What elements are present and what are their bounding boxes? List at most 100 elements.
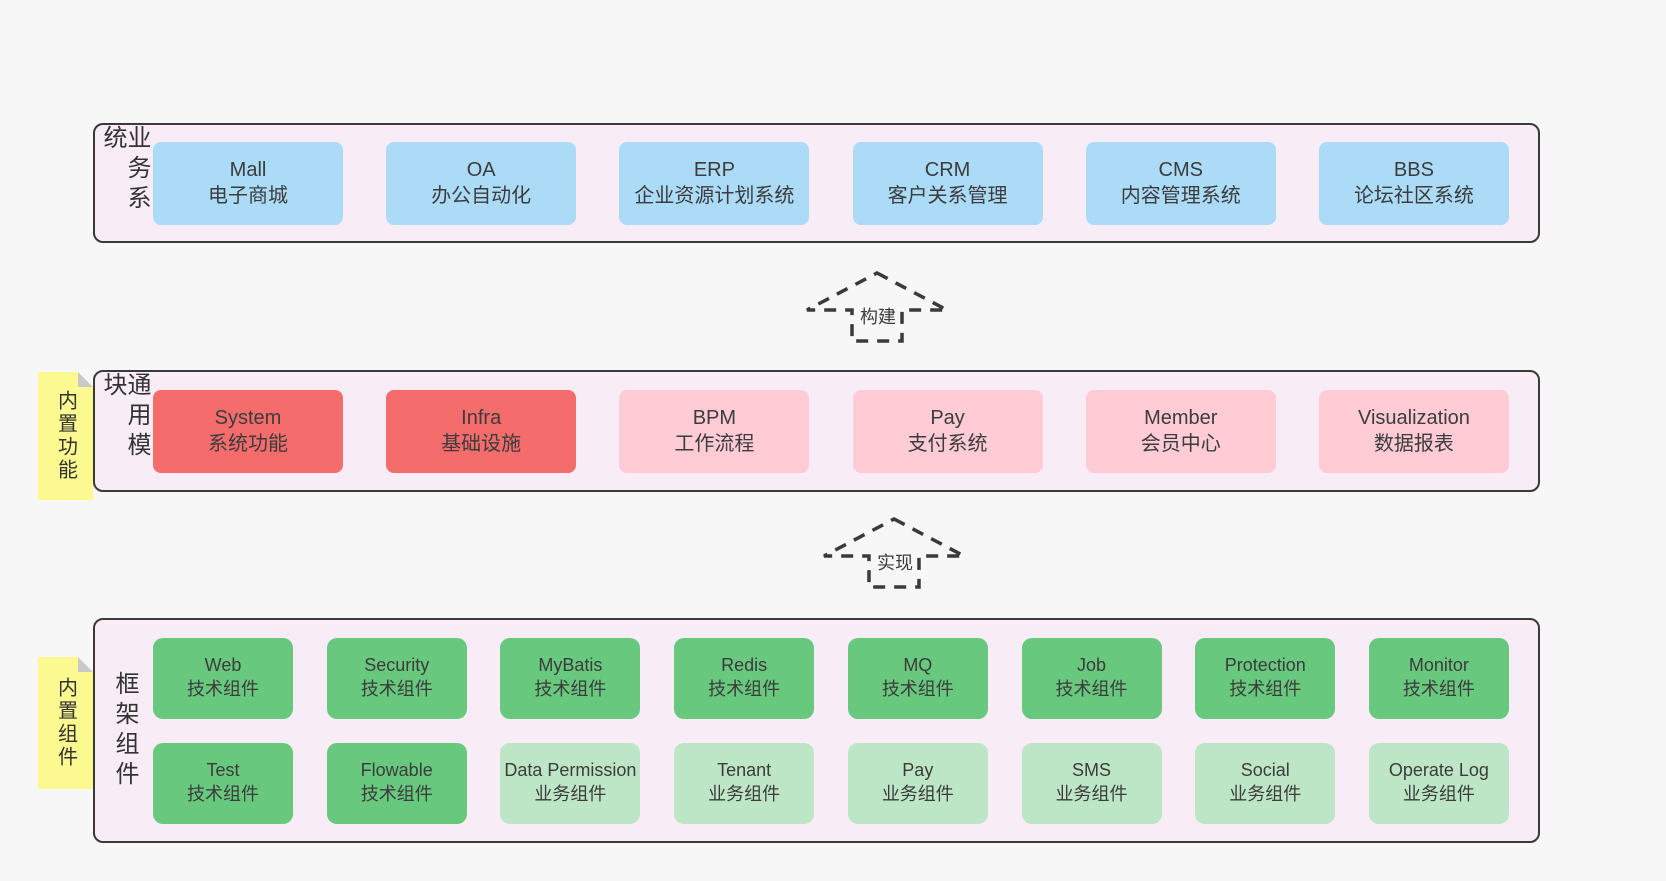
- box-security: Security 技术组件: [326, 637, 467, 719]
- box-bbs: BBS 论坛社区系统: [1318, 141, 1509, 225]
- box-subtitle: 业务组件: [708, 784, 781, 804]
- box-title: MyBatis: [538, 655, 603, 676]
- box-crm: CRM 客户关系管理: [852, 141, 1043, 225]
- box-subtitle: 技术组件: [187, 679, 259, 699]
- box-test: Test 技术组件: [153, 742, 293, 824]
- box-title: Flowable: [360, 760, 433, 781]
- band-business-systems: 业务系统 Mall 电子商城 OA 办公自动化 ERP 企业资源计划系统 CRM…: [93, 123, 1540, 243]
- sticky-note-built-in-components: 内置组件: [38, 657, 93, 789]
- box-redis: Redis 技术组件: [674, 637, 815, 719]
- box-subtitle: 客户关系管理: [887, 185, 1008, 207]
- box-erp: ERP 企业资源计划系统: [619, 141, 810, 225]
- box-title: Infra: [461, 406, 502, 429]
- box-title: Tenant: [717, 760, 772, 781]
- box-title: Test: [206, 760, 240, 781]
- box-title: Security: [364, 655, 430, 676]
- box-subtitle: 系统功能: [208, 433, 288, 455]
- box-subtitle: 企业资源计划系统: [634, 185, 795, 207]
- box-title: Protection: [1224, 655, 1306, 676]
- box-protection: Protection 技术组件: [1195, 637, 1336, 719]
- box-title: Job: [1077, 655, 1107, 676]
- band-modules-body: System 系统功能 Infra 基础设施 BPM 工作流程 Pay 支付系统…: [153, 372, 1538, 490]
- box-subtitle: 技术组件: [360, 679, 433, 699]
- dashed-up-arrow-icon: [823, 517, 965, 589]
- box-title: Data Permission: [504, 760, 637, 781]
- box-title: Pay: [902, 760, 934, 781]
- box-system: System 系统功能: [153, 389, 343, 473]
- box-subtitle: 业务组件: [881, 784, 954, 804]
- box-cms: CMS 内容管理系统: [1085, 141, 1276, 225]
- band-components-row-2: Test 技术组件 Flowable 技术组件 Data Permission …: [153, 742, 1509, 824]
- band-business-body: Mall 电子商城 OA 办公自动化 ERP 企业资源计划系统 CRM 客户关系…: [153, 125, 1538, 241]
- box-subtitle: 数据报表: [1373, 433, 1454, 455]
- box-title: Pay: [930, 406, 965, 429]
- box-title: BPM: [692, 406, 737, 429]
- box-subtitle: 业务组件: [1402, 784, 1475, 804]
- box-subtitle: 论坛社区系统: [1353, 185, 1474, 207]
- box-job: Job 技术组件: [1021, 637, 1162, 719]
- box-bpm: BPM 工作流程: [619, 389, 810, 473]
- box-monitor: Monitor 技术组件: [1368, 637, 1509, 719]
- box-infra: Infra 基础设施: [386, 389, 577, 473]
- box-flowable: Flowable 技术组件: [326, 742, 467, 824]
- band-modules-row: System 系统功能 Infra 基础设施 BPM 工作流程 Pay 支付系统…: [153, 389, 1509, 473]
- band-business-row: Mall 电子商城 OA 办公自动化 ERP 企业资源计划系统 CRM 客户关系…: [153, 141, 1509, 225]
- box-subtitle: 技术组件: [187, 784, 259, 804]
- box-subtitle: 会员中心: [1140, 433, 1221, 455]
- box-title: Redis: [721, 655, 768, 676]
- box-subtitle: 内容管理系统: [1120, 185, 1241, 207]
- box-title: CRM: [924, 158, 971, 181]
- box-social: Social 业务组件: [1195, 742, 1336, 824]
- sticky-fold-corner: [78, 372, 93, 387]
- box-title: ERP: [693, 158, 735, 181]
- box-subtitle: 技术组件: [1229, 679, 1302, 699]
- box-subtitle: 支付系统: [907, 433, 988, 455]
- box-title: Member: [1144, 406, 1218, 429]
- box-subtitle: 技术组件: [1055, 679, 1128, 699]
- build-arrow-label: 构建: [857, 303, 899, 329]
- box-subtitle: 技术组件: [534, 679, 607, 699]
- sticky-note-built-in-functions: 内置功能: [38, 372, 93, 500]
- implement-arrow-label: 实现: [874, 549, 916, 575]
- box-tenant: Tenant 业务组件: [674, 742, 815, 824]
- box-subtitle: 电子商城: [208, 185, 288, 207]
- box-oa: OA 办公自动化: [386, 141, 577, 225]
- box-title: Monitor: [1408, 655, 1469, 676]
- sticky-fold-corner: [78, 657, 93, 672]
- box-title: Social: [1240, 760, 1290, 781]
- box-subtitle: 技术组件: [881, 679, 954, 699]
- box-pay-component: Pay 业务组件: [847, 742, 988, 824]
- box-title: System: [214, 406, 282, 429]
- band-business-label: 业务系统: [99, 125, 150, 215]
- implement-arrow: 实现: [823, 516, 967, 590]
- box-subtitle: 业务组件: [534, 784, 607, 804]
- box-title: OA: [466, 158, 496, 181]
- box-web: Web 技术组件: [153, 637, 293, 719]
- box-data-permission: Data Permission 业务组件: [500, 742, 641, 824]
- box-title: MQ: [903, 655, 933, 676]
- box-title: BBS: [1393, 158, 1434, 181]
- box-title: Web: [204, 655, 242, 676]
- band-modules-label: 通用模块: [99, 372, 150, 462]
- box-mall: Mall 电子商城: [153, 141, 343, 225]
- box-mq: MQ 技术组件: [847, 637, 988, 719]
- band-components-body: Web 技术组件 Security 技术组件 MyBatis 技术组件 Redi…: [153, 620, 1538, 841]
- sticky-label: 内置功能: [54, 390, 77, 482]
- box-member: Member 会员中心: [1085, 389, 1276, 473]
- box-subtitle: 工作流程: [674, 433, 755, 455]
- box-subtitle: 技术组件: [708, 679, 781, 699]
- band-components-row-1: Web 技术组件 Security 技术组件 MyBatis 技术组件 Redi…: [153, 637, 1509, 719]
- box-mybatis: MyBatis 技术组件: [500, 637, 641, 719]
- box-title: Mall: [229, 158, 267, 181]
- box-subtitle: 业务组件: [1229, 784, 1302, 804]
- band-framework-components: 框架组件 Web 技术组件 Security 技术组件 MyBatis 技术组件…: [93, 618, 1540, 843]
- box-pay-system: Pay 支付系统: [852, 389, 1043, 473]
- box-title: Operate Log: [1388, 760, 1489, 781]
- box-title: SMS: [1072, 760, 1112, 781]
- sticky-label: 内置组件: [54, 677, 77, 769]
- box-subtitle: 办公自动化: [431, 185, 532, 207]
- box-subtitle: 业务组件: [1055, 784, 1128, 804]
- box-subtitle: 技术组件: [360, 784, 433, 804]
- build-arrow: 构建: [806, 270, 950, 344]
